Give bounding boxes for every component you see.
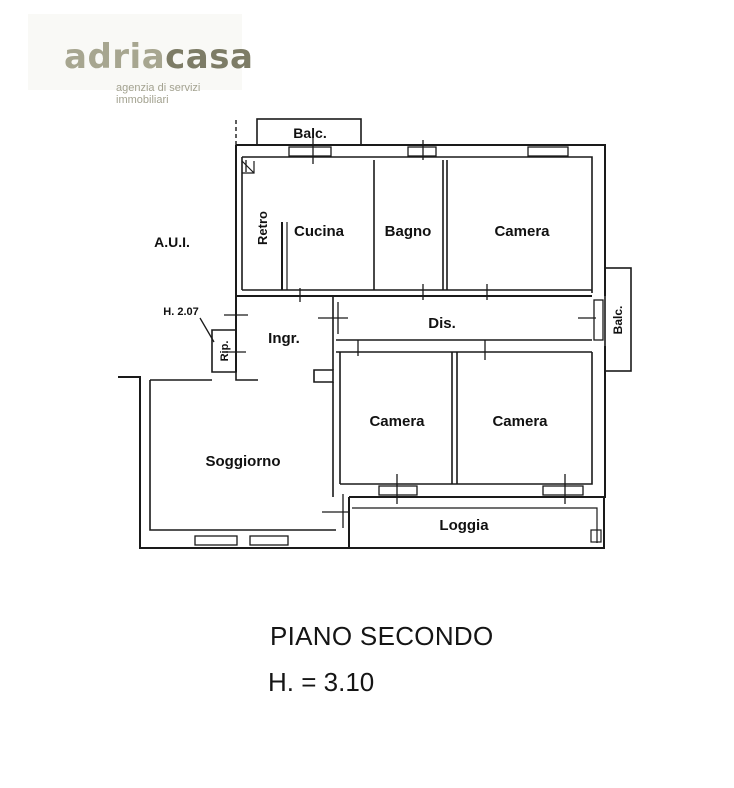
balcony-top [256,118,362,146]
wall-soggiorno-inner [149,379,336,531]
wall-top-outer [236,144,606,296]
h207-leader [199,317,215,343]
wall-rip-step [235,372,258,381]
window-top-2 [407,146,437,157]
label-camera-mid: Camera [369,413,425,430]
label-loggia: Loggia [439,517,489,534]
door-marks [224,133,596,528]
window-bottom-1 [194,535,238,546]
agency-logo: adriacasa agenzia di servizi immobiliari [28,14,253,106]
wall-loggia-inner [352,507,598,543]
label-camera-top: Camera [494,223,550,240]
label-retro: Retro [255,211,270,245]
label-soggiorno: Soggiorno [206,453,281,470]
window-bottom-2 [249,535,289,546]
label-dis: Dis. [428,315,456,332]
logo-part-adria: adria [64,37,166,77]
label-cucina: Cucina [294,223,345,240]
wall-top-inner [242,156,593,293]
floor-title: PIANO SECONDO [270,621,494,651]
label-camera-right: Camera [492,413,548,430]
label-aui: A.U.I. [154,234,190,250]
window-bottom-3 [378,485,418,496]
logo-part-casa: casa [165,37,254,77]
retro-corner [241,160,255,174]
wall-right-lower-inner [340,352,593,485]
window-right [593,299,604,341]
label-balc-right: Balc. [611,306,625,335]
floor-height: H. = 3.10 [268,667,375,697]
label-h207: H. 2.07 [163,306,198,318]
label-rip: Rip. [219,341,231,362]
window-top-3 [527,146,569,157]
loggia-corner [590,529,602,543]
window-bottom-4 [542,485,584,496]
window-top-1 [288,146,332,157]
label-ingr: Ingr. [268,330,300,347]
balcony-right [604,267,632,372]
label-balc-top: Balc. [293,125,326,141]
logo-tagline: agenzia di servizi immobiliari [116,82,201,106]
logo-wordmark: adriacasa [64,40,253,74]
label-bagno: Bagno [385,223,432,240]
wall-loggia [348,497,605,549]
wall-ingr-left2 [313,369,334,383]
